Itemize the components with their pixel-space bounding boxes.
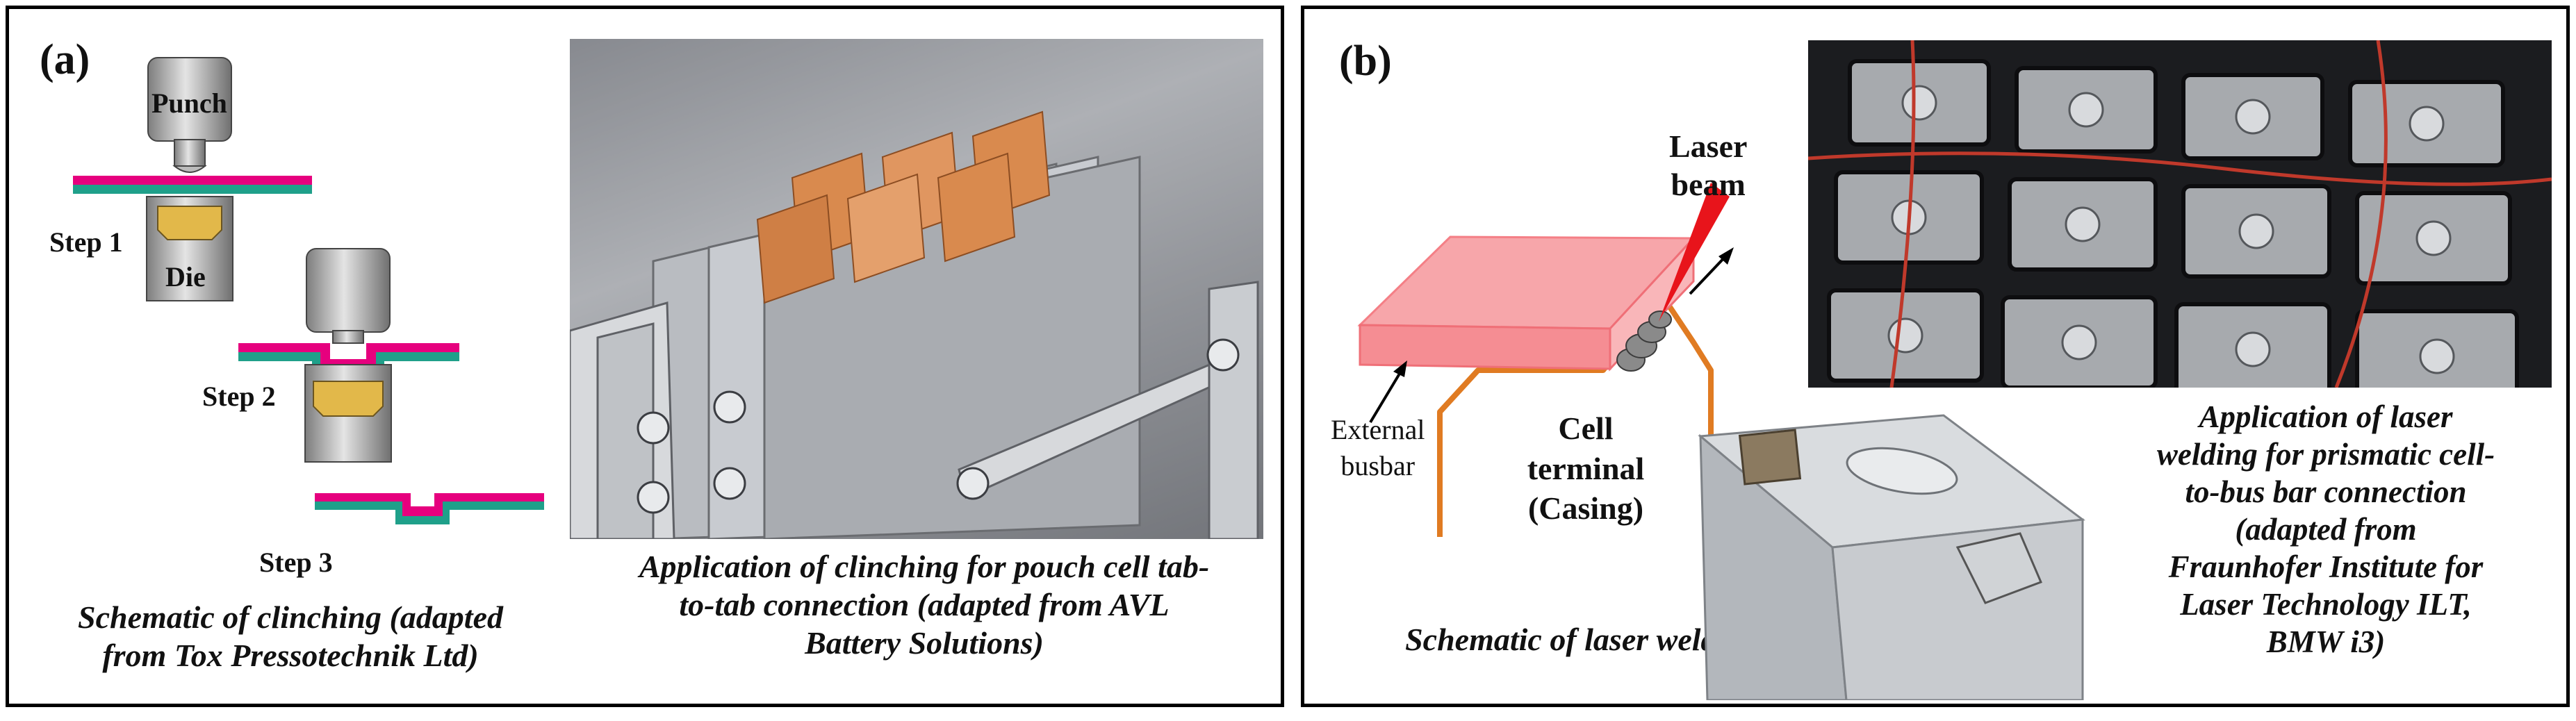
label-line: Laser — [1669, 129, 1748, 164]
caption-line: welding for prismatic cell- — [2156, 437, 2495, 472]
battery-module-illustration — [1808, 40, 2552, 388]
caption-line: Application of clinching for pouch cell … — [639, 549, 1210, 584]
label-line: (Casing) — [1527, 490, 1644, 526]
panel-a: (a) — [6, 6, 1284, 707]
caption-line: Application of laser — [2199, 399, 2453, 434]
clinching-schematic — [73, 57, 544, 524]
panel-b: (b) Laser beam External busbar Cell term… — [1301, 6, 2570, 707]
sheet-top-3 — [315, 493, 544, 516]
busbar-front — [1359, 324, 1611, 370]
sheet-bottom-3 — [315, 502, 544, 524]
laser-beam-label: Laser beam — [1669, 127, 1747, 204]
battery-module-photo — [1808, 40, 2552, 388]
external-busbar-label: External busbar — [1331, 412, 1425, 484]
label-line: busbar — [1340, 450, 1416, 481]
weld-bead — [1616, 310, 1672, 372]
laser-welding-schematic — [1357, 183, 1734, 537]
laser-welding-schematic-caption: Schematic of laser welding — [1405, 622, 1759, 657]
bolts — [637, 338, 1240, 514]
label-line: terminal — [1527, 450, 1645, 486]
prismatic-cell-photo — [1693, 408, 2090, 700]
caption-line: BMW i3) — [2266, 624, 2386, 659]
pouch-cell-photo — [570, 39, 1263, 539]
step2-label: Step 2 — [202, 381, 276, 412]
step1-graphic — [73, 57, 312, 301]
clinching-schematic-caption: Schematic of clinching (adapted from Tox… — [23, 598, 558, 674]
laser-arrow — [1689, 252, 1730, 295]
step3-label: Step 3 — [259, 547, 333, 578]
caption-line: from Tox Pressotechnik Ltd) — [102, 638, 479, 674]
label-line: beam — [1671, 167, 1746, 203]
die-label: Die — [165, 261, 206, 292]
busbar-arrow — [1369, 369, 1403, 424]
punch-body-2 — [306, 248, 391, 333]
caption-line: to-tab connection (adapted from AVL — [679, 587, 1170, 623]
prismatic-cell-illustration — [1698, 414, 2085, 700]
caption-line: (adapted from — [2235, 512, 2417, 547]
panel-b-label: (b) — [1339, 38, 1392, 85]
sheet-top-2 — [238, 343, 459, 370]
busbar-side — [1609, 235, 1695, 372]
caption-line: Battery Solutions) — [805, 625, 1044, 661]
punch-label: Punch — [151, 88, 227, 119]
punch-tip-1 — [174, 139, 206, 167]
pouch-cell-illustration — [570, 39, 1263, 539]
caption-line: Laser Technology ILT, — [2180, 587, 2472, 622]
copper-tabs — [756, 110, 1051, 304]
panel-a-label: (a) — [40, 36, 90, 83]
caption-line: Fraunhofer Institute for — [2168, 549, 2484, 584]
label-line: Cell — [1558, 411, 1614, 446]
step1-label: Step 1 — [49, 226, 123, 258]
caption-line: to-bus bar connection — [2185, 474, 2467, 509]
caption-line: Schematic of clinching (adapted — [77, 599, 503, 635]
label-line: External — [1331, 414, 1425, 445]
cell-terminal-label: Cell terminal (Casing) — [1513, 408, 1659, 529]
sheet-bottom-1 — [73, 185, 312, 194]
step3-graphic — [315, 493, 544, 524]
sheet-top-1 — [73, 176, 312, 185]
clinching-photo-caption: Application of clinching for pouch cell … — [580, 547, 1268, 663]
laser-beam — [1659, 183, 1730, 322]
sheet-bottom-2 — [238, 352, 459, 379]
step2-graphic — [238, 248, 459, 463]
laser-photo-caption: Application of laser welding for prismat… — [2090, 398, 2562, 661]
